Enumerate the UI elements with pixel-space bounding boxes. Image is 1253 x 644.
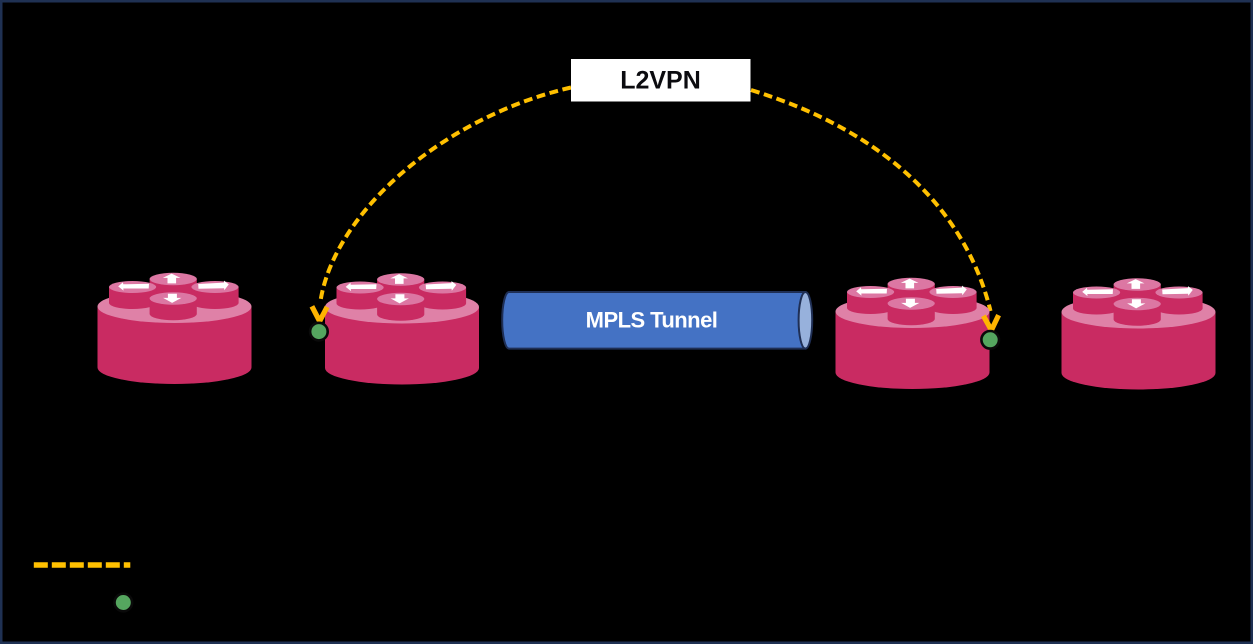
svg-text:MPLS Tunnel: MPLS Tunnel bbox=[586, 308, 718, 333]
svg-text:L2VPN: L2VPN bbox=[620, 67, 701, 95]
